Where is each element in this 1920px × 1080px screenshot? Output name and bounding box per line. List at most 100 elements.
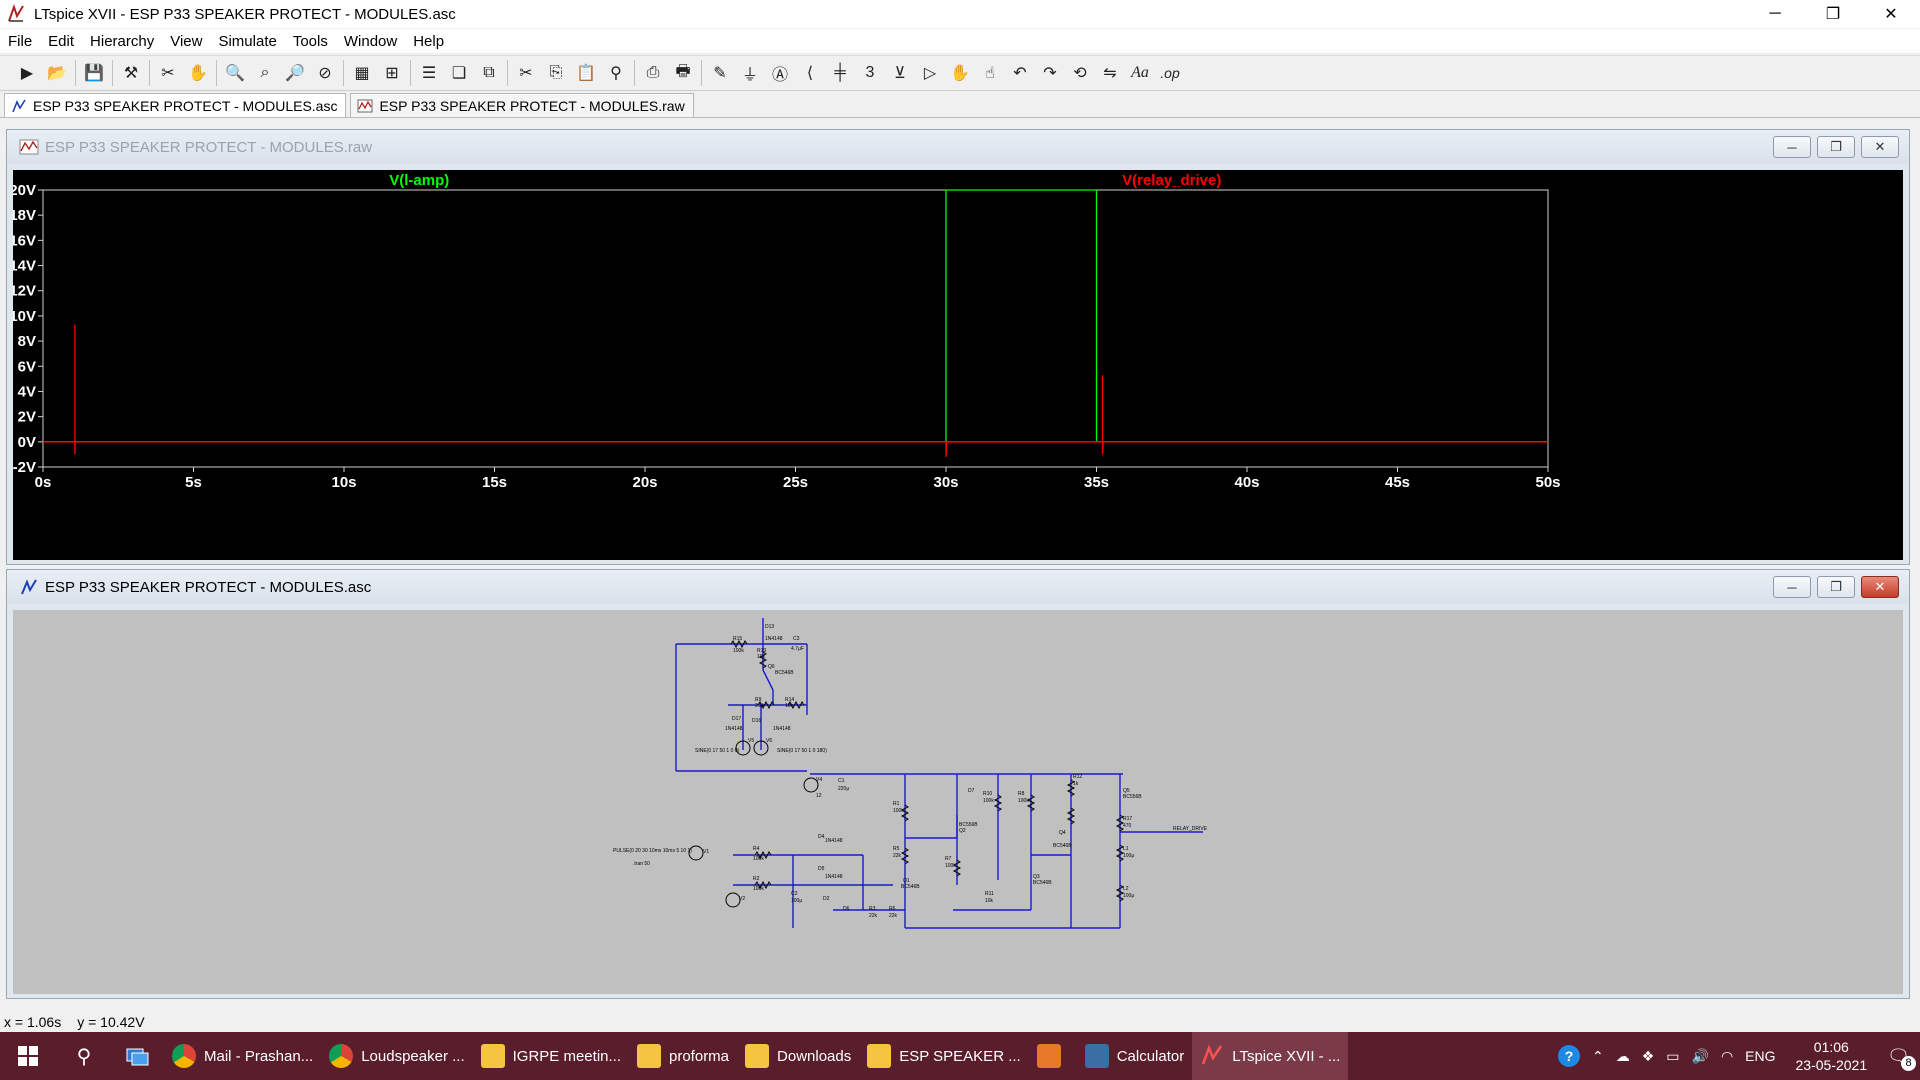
clock-date: 23-05-2021 [1795, 1057, 1868, 1073]
capacitor-icon[interactable]: ╪ [834, 64, 846, 81]
halt-icon[interactable]: ✂ [161, 65, 175, 82]
taskbar-item-ltspice[interactable]: LTspice XVII - ... [1192, 1032, 1349, 1080]
x-tick-label: 15s [482, 474, 507, 491]
taskbar-item-calculator[interactable]: Calculator [1077, 1032, 1193, 1080]
wifi-icon[interactable]: ◠ [1720, 1047, 1734, 1064]
menu-file[interactable]: File [8, 32, 33, 50]
run-icon[interactable]: ▶ [20, 65, 34, 82]
copy-icon[interactable]: ⎘ [549, 64, 563, 81]
undo-icon[interactable]: ↶ [1013, 65, 1027, 82]
component-icon[interactable]: ▷ [923, 65, 937, 82]
tab-schematic[interactable]: ESP P33 SPEAKER PROTECT - MODULES.asc [4, 93, 347, 117]
x-tick-label: 10s [331, 474, 356, 491]
tile-vert-icon[interactable]: ⧉ [483, 64, 495, 81]
control-panel-icon[interactable]: ⚒ [123, 65, 139, 82]
open-icon[interactable]: 📂 [47, 65, 67, 82]
diode-icon[interactable]: ⊻ [894, 65, 906, 82]
component-label: BC546B [1053, 843, 1072, 849]
close-button[interactable]: ✕ [1861, 136, 1899, 158]
cut-icon[interactable]: ✂ [519, 65, 533, 82]
zoom-box-icon[interactable]: ⌕ [260, 64, 270, 81]
label-net-icon[interactable]: Ⓐ [771, 67, 788, 84]
component-label: D4 [818, 834, 825, 840]
minimize-button[interactable]: ─ [1769, 5, 1781, 22]
resistor-icon[interactable]: ⟨ [806, 65, 814, 82]
search-icon[interactable]: ⚲ [76, 1045, 92, 1068]
volume-icon[interactable]: 🔊 [1691, 1047, 1709, 1064]
menu-edit[interactable]: Edit [48, 32, 75, 50]
spice-directive-icon[interactable]: .op [1160, 65, 1180, 81]
clock[interactable]: 01:06 23-05-2021 [1796, 1038, 1868, 1074]
close-button[interactable]: ✕ [1861, 576, 1899, 598]
start-button[interactable] [0, 1032, 56, 1080]
zoom-out-icon[interactable]: 🔎 [285, 65, 305, 82]
resistor-symbol [754, 880, 772, 890]
menu-help[interactable]: Help [413, 32, 445, 50]
dropbox-icon[interactable]: ❖ [1641, 1047, 1655, 1064]
x-tick-label: 20s [632, 474, 657, 491]
taskbar-item-sublime[interactable] [1029, 1032, 1077, 1080]
notification-icon[interactable]: 🗨8 [1887, 1046, 1916, 1071]
redo-icon[interactable]: ↷ [1043, 65, 1057, 82]
print-icon[interactable]: 🖶 [675, 62, 691, 80]
minimize-button[interactable]: ─ [1773, 136, 1811, 158]
pan-icon[interactable]: ✋ [188, 65, 208, 82]
tab-waveform[interactable]: ESP P33 SPEAKER PROTECT - MODULES.raw [350, 93, 694, 117]
taskbar-item-esp-speaker[interactable]: ESP SPEAKER ... [859, 1032, 1028, 1080]
text-icon[interactable]: Aa [1131, 64, 1149, 81]
save-icon[interactable]: 💾 [84, 65, 104, 82]
zoom-in-icon[interactable]: 🔍 [225, 65, 245, 82]
menu-view[interactable]: View [170, 32, 203, 50]
document-tabs: ESP P33 SPEAKER PROTECT - MODULES.asc ES… [0, 92, 1920, 118]
taskbar-item-loudspeaker[interactable]: Loudspeaker ... [321, 1032, 472, 1080]
component-label: 10k [985, 898, 994, 904]
component-label: 10k [757, 654, 766, 660]
menu-tools[interactable]: Tools [292, 32, 328, 50]
battery-icon[interactable]: ▭ [1666, 1047, 1680, 1064]
minimize-button[interactable]: ─ [1773, 576, 1811, 598]
chevron-up-icon[interactable]: ⌃ [1591, 1047, 1604, 1064]
find-icon[interactable]: ⚲ [610, 65, 622, 82]
taskbar-item-igrpe[interactable]: IGRPE meetin... [473, 1032, 629, 1080]
inductor-icon[interactable]: 3 [865, 64, 875, 81]
menu-hierarchy[interactable]: Hierarchy [90, 32, 155, 50]
draw-wire-icon[interactable]: ✎ [713, 65, 727, 82]
y-tick-label: 18V [13, 207, 36, 224]
taskbar-item-proforma[interactable]: proforma [629, 1032, 737, 1080]
language-indicator[interactable]: ENG [1745, 1048, 1776, 1064]
cursor-y-readout: y = 10.42V [77, 1014, 145, 1030]
taskbar-item-mail[interactable]: Mail - Prashan... [164, 1032, 321, 1080]
ground-icon[interactable]: ⏚ [741, 67, 758, 84]
drag-icon[interactable]: ☝ [985, 65, 995, 82]
help-icon[interactable]: ? [1557, 1045, 1580, 1067]
maximize-button[interactable]: ❐ [1817, 576, 1855, 598]
task-view-icon[interactable] [112, 1032, 164, 1080]
move-icon[interactable]: ✋ [950, 65, 970, 82]
component-label: 10k [785, 703, 794, 709]
tab-label: ESP P33 SPEAKER PROTECT - MODULES.asc [33, 97, 338, 114]
grid-icon[interactable]: ⊞ [385, 65, 399, 82]
restore-button[interactable]: ❐ [1825, 6, 1841, 23]
mirror-icon[interactable]: ⇋ [1103, 65, 1117, 82]
cascade-icon[interactable]: ❏ [451, 65, 467, 82]
autorange-icon[interactable]: ▦ [354, 65, 370, 82]
component-label: D6 [843, 906, 850, 912]
print-preview-icon[interactable]: ⎙ [646, 64, 660, 81]
tile-horiz-icon[interactable]: ☰ [421, 65, 437, 82]
zoom-fit-icon[interactable]: ⊘ [318, 65, 332, 82]
paste-icon[interactable]: 📋 [576, 65, 596, 82]
maximize-button[interactable]: ❐ [1817, 136, 1855, 158]
mdi-area: ESP P33 SPEAKER PROTECT - MODULES.raw ─ … [0, 119, 1920, 999]
close-button[interactable]: ✕ [1884, 6, 1898, 23]
taskbar-item-downloads[interactable]: Downloads [737, 1032, 859, 1080]
menu-simulate[interactable]: Simulate [218, 32, 277, 50]
onedrive-icon[interactable]: ☁ [1615, 1047, 1630, 1064]
rotate-icon[interactable]: ⟲ [1073, 65, 1087, 82]
ltspice-app-icon[interactable] [6, 4, 26, 24]
tab-label: ESP P33 SPEAKER PROTECT - MODULES.raw [379, 97, 685, 114]
menu-window[interactable]: Window [343, 32, 398, 50]
